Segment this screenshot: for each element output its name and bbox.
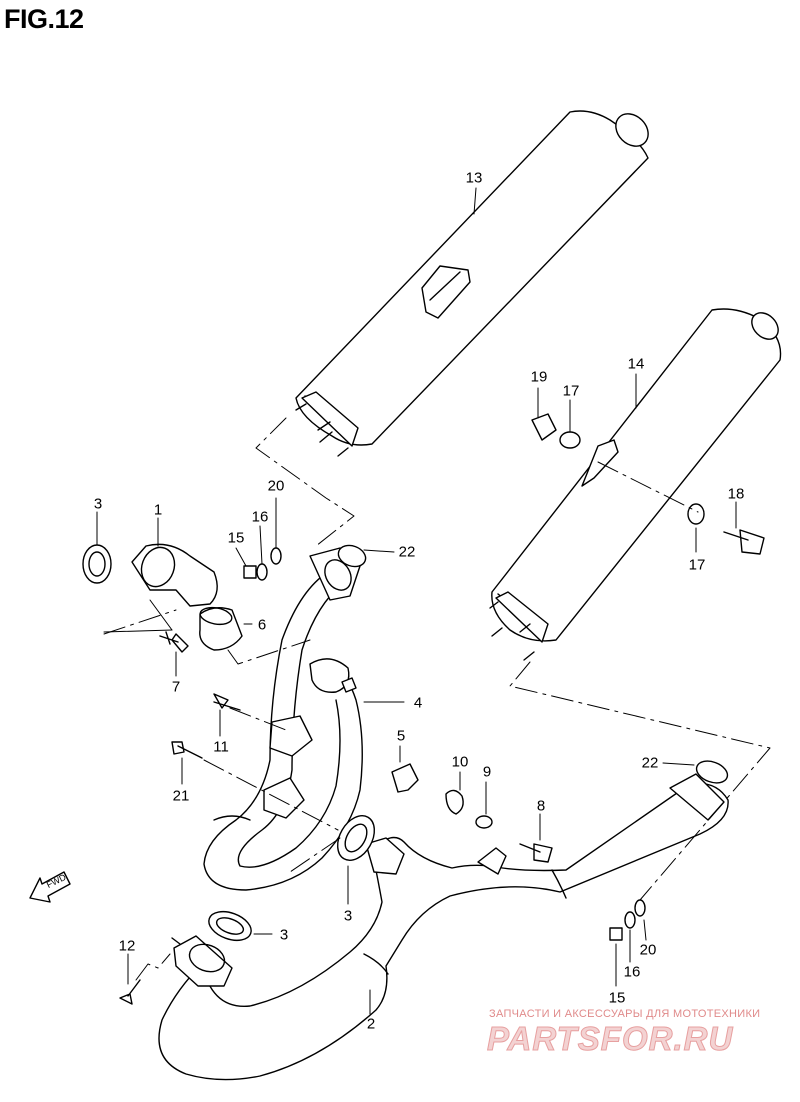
callout-17-lower: 17 xyxy=(688,556,706,574)
callout-11: 11 xyxy=(213,738,229,756)
callout-12: 12 xyxy=(118,937,136,955)
fwd-arrow-icon xyxy=(29,871,71,903)
callout-1: 1 xyxy=(153,501,163,519)
callout-19: 19 xyxy=(530,368,548,386)
callout-9: 9 xyxy=(482,763,492,781)
small-parts xyxy=(82,413,765,1005)
figure-title: FIG.12 xyxy=(4,4,84,34)
callout-20-lower: 20 xyxy=(639,941,657,959)
callout-4: 4 xyxy=(413,694,423,712)
callout-22-upper: 22 xyxy=(398,543,416,561)
callout-21: 21 xyxy=(172,787,190,805)
callout-16-upper: 16 xyxy=(251,508,269,526)
leader-lines xyxy=(96,187,771,1015)
callout-3-center: 3 xyxy=(343,907,353,925)
callout-10: 10 xyxy=(451,753,469,771)
callout-13: 13 xyxy=(465,169,483,187)
callout-14: 14 xyxy=(627,355,645,373)
callout-3-lower: 3 xyxy=(279,926,289,944)
callout-6: 6 xyxy=(257,616,267,634)
callout-8: 8 xyxy=(536,797,546,815)
exhaust-pipe-2 xyxy=(158,773,729,1081)
callout-22-lower: 22 xyxy=(641,754,659,772)
callout-16-lower: 16 xyxy=(623,963,641,981)
callout-18: 18 xyxy=(727,485,745,503)
callout-7: 7 xyxy=(171,678,181,696)
callout-5: 5 xyxy=(396,727,406,745)
muffler-13 xyxy=(295,110,649,457)
callout-3-left: 3 xyxy=(93,495,103,513)
callout-2: 2 xyxy=(366,1015,376,1033)
callout-20-upper: 20 xyxy=(267,477,285,495)
callout-17-upper: 17 xyxy=(562,382,580,400)
callout-15-lower: 15 xyxy=(608,989,626,1007)
connector-pipe-4 xyxy=(203,547,363,891)
callout-15-upper: 15 xyxy=(227,529,245,547)
watermark-brand: PARTSFOR.RU xyxy=(486,1020,734,1058)
watermark-caption: ЗАПЧАСТИ И АКСЕССУАРЫ ДЛЯ МОТОТЕХНИКИ xyxy=(489,1008,761,1020)
